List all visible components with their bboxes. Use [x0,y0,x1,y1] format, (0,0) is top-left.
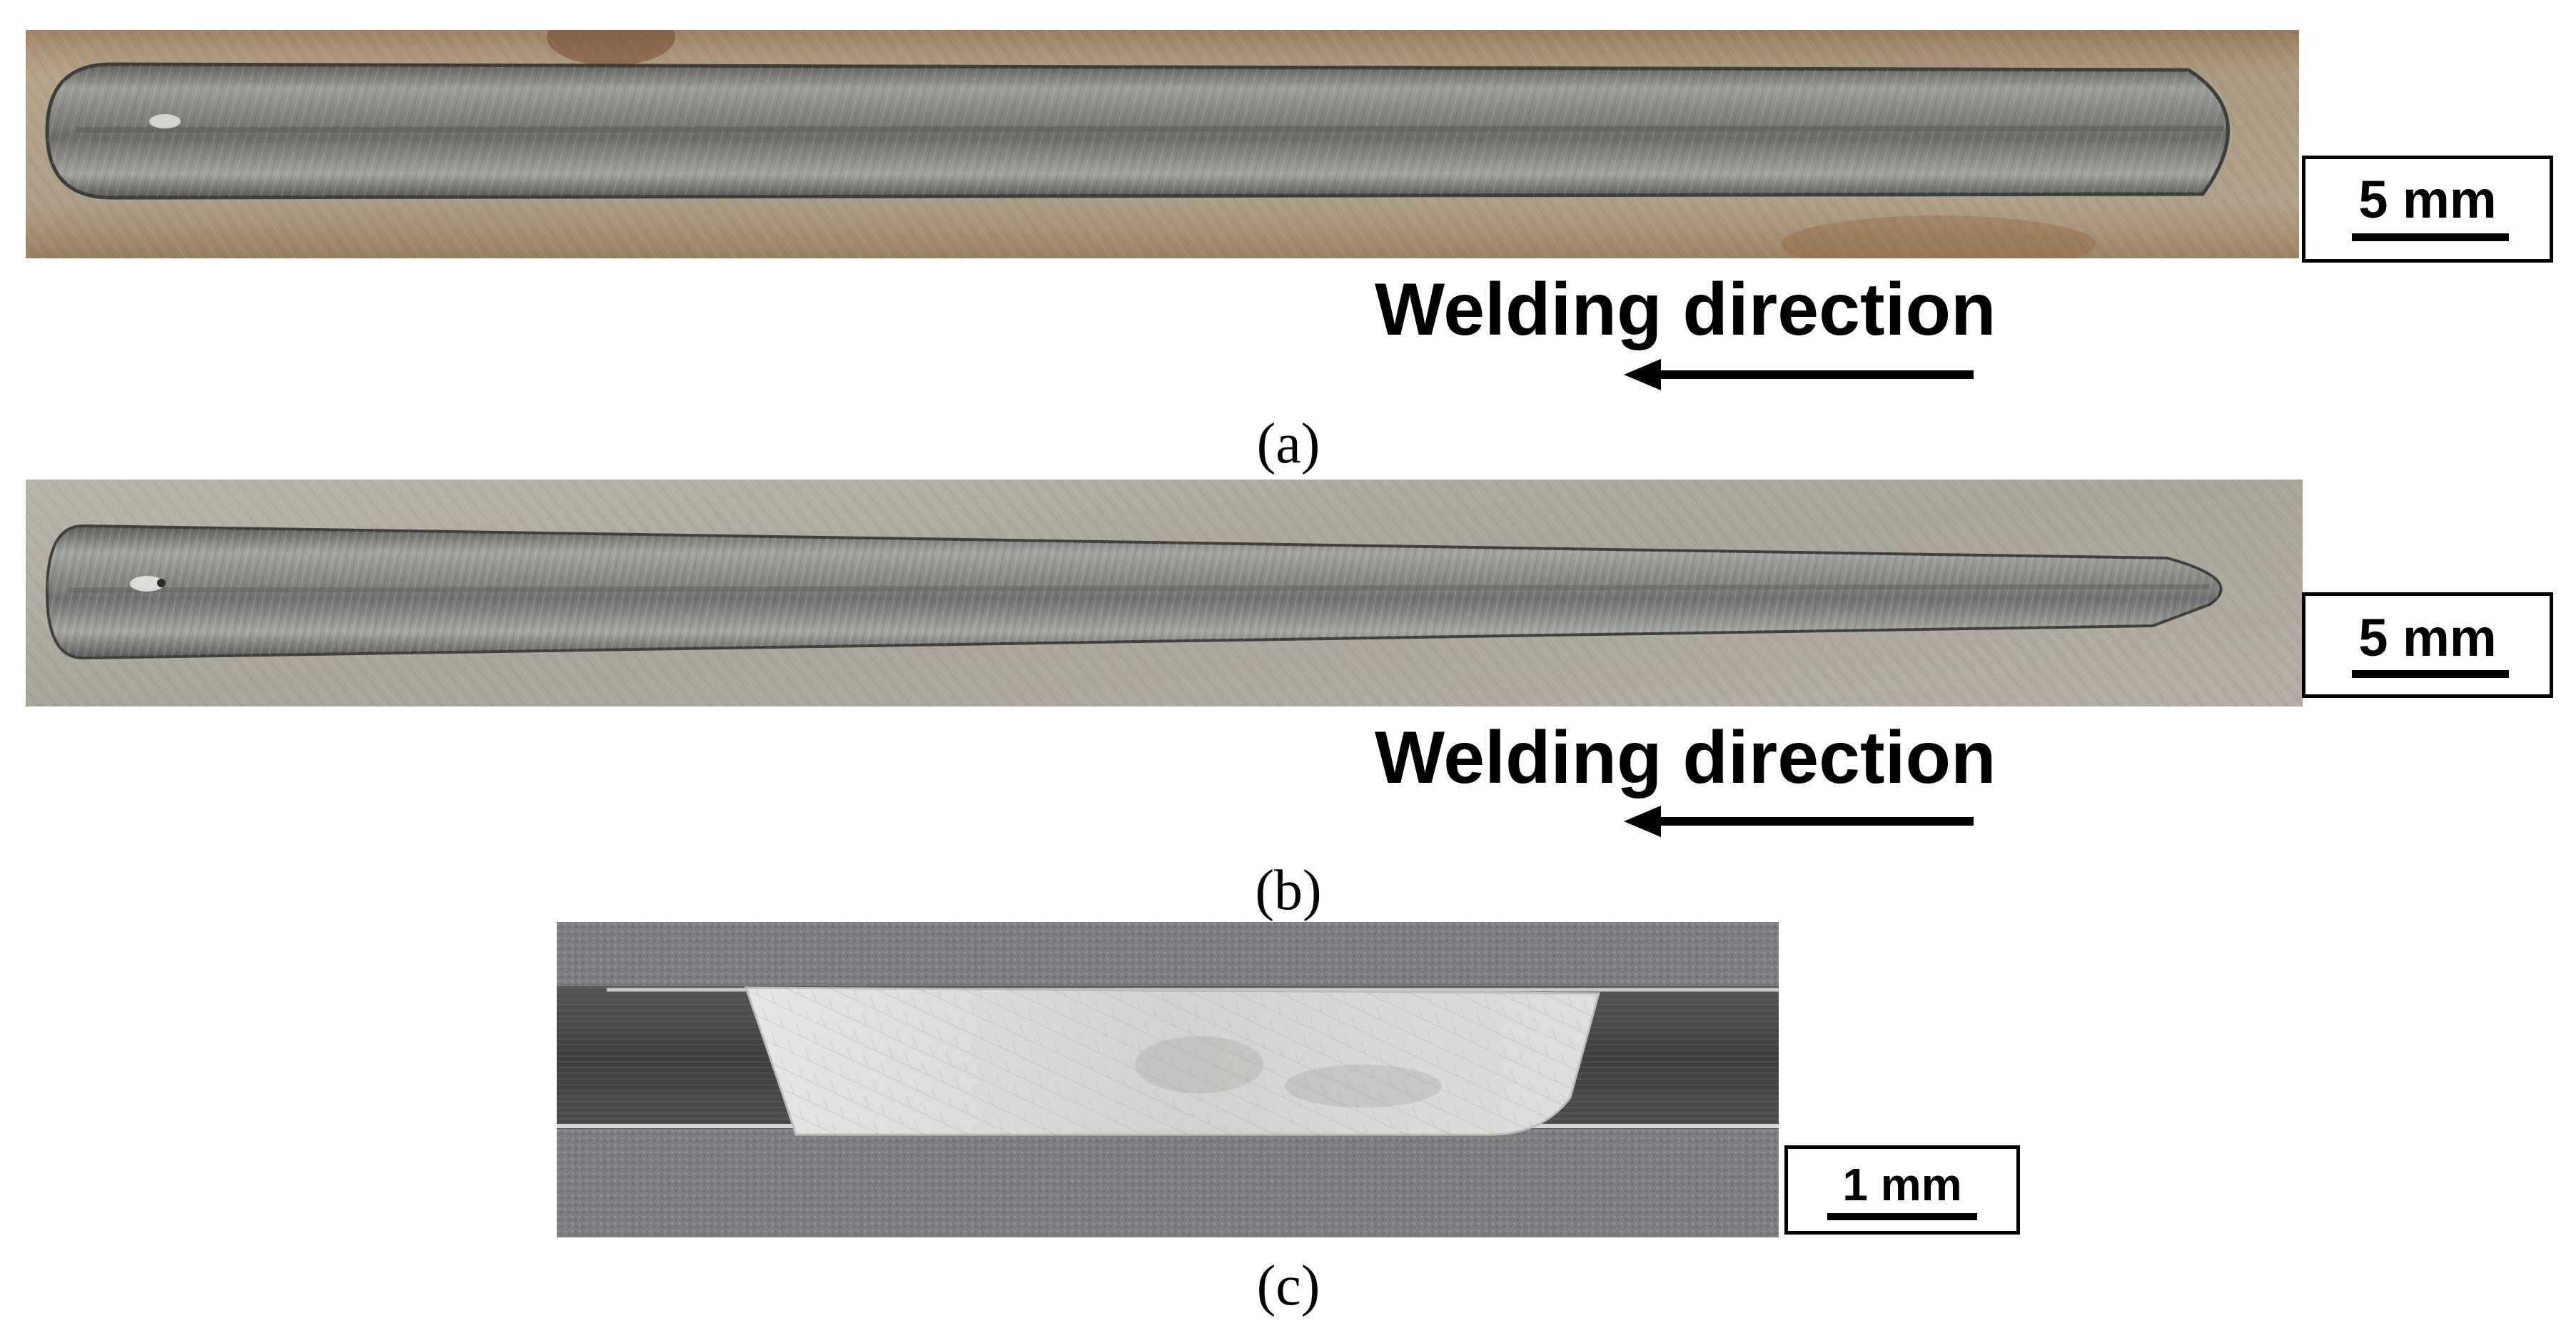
panel-a: 5 mm Welding direction (a) [0,0,2576,472]
scale-bar-a [2352,233,2509,241]
welding-direction-label-a: Welding direction [1375,268,1996,351]
caption-b: (b) [1255,859,1322,922]
scale-bar-label-b: 5 mm [2358,608,2497,667]
panel-b: 5 mm Welding direction (b) [0,457,2576,919]
scale-bar-box-b: 5 mm [2302,592,2553,698]
scale-bar-box-c: 1 mm [1784,1145,2020,1235]
caption-c: (c) [1256,1255,1320,1317]
scale-bar-b [2352,670,2509,678]
caption-a: (a) [1256,412,1320,475]
welding-direction-label-b: Welding direction [1375,716,1996,799]
scale-bar-box-a: 5 mm [2302,156,2553,263]
weld-bead-photo-b [26,480,2303,706]
scale-bar-label-a: 5 mm [2358,170,2497,229]
welding-direction-arrow-a [1624,359,1974,390]
weld-cross-section-photo [557,922,1779,1237]
panel-c: 1 mm (c) [0,913,2576,1338]
weld-bead-photo-a [26,30,2299,258]
scale-bar-label-c: 1 mm [1842,1159,1962,1210]
welding-direction-arrow-b [1624,806,1974,837]
scale-bar-c [1827,1213,1977,1220]
